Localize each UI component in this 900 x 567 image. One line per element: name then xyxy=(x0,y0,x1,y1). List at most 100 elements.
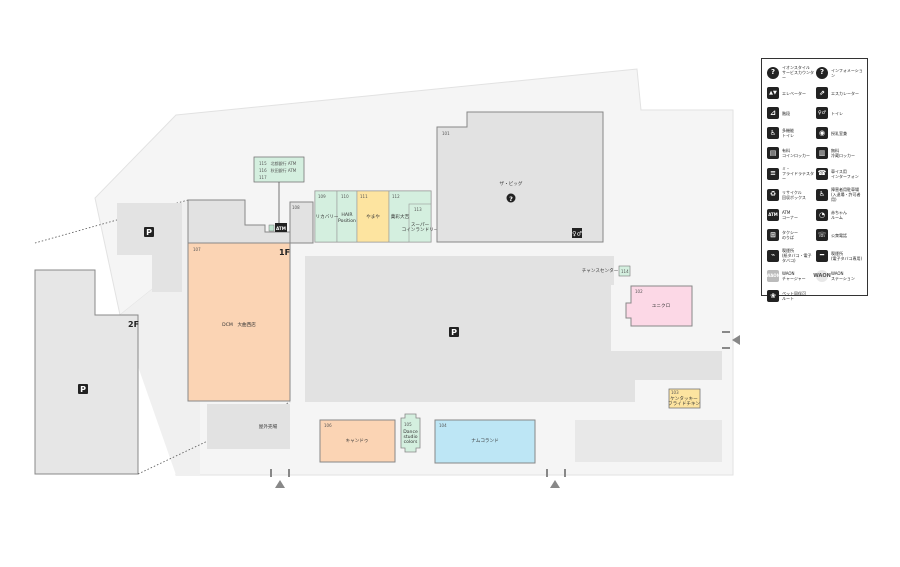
elevator-icon: ▲▼ xyxy=(767,87,779,99)
store-110-name-2: Position xyxy=(338,218,356,224)
store-uniqlo[interactable] xyxy=(625,285,693,327)
store-105-name-1: Dance xyxy=(403,429,418,435)
atm-list-box xyxy=(253,156,305,183)
waon-charger-icon: WAON xyxy=(766,270,780,282)
info-counter-icon[interactable]: ? xyxy=(506,193,516,204)
store-109-number: 109 xyxy=(318,194,326,199)
floor-2f-label: 2F xyxy=(128,320,139,329)
legend-label: 授乳室兼 xyxy=(831,130,847,136)
restroom-icon: ♀♂ xyxy=(816,107,828,119)
legend-item: ◉授乳室兼 xyxy=(816,126,863,140)
legend-item: ♿障害者用駐車場 (入退場・許可者用) xyxy=(816,187,863,202)
smoking-area-2-icon: ━ xyxy=(816,249,828,262)
waon-station-icon: WAON xyxy=(813,270,831,282)
svg-text:♀♂: ♀♂ xyxy=(572,231,582,238)
legend-label: ミ・ フライドラテスター xyxy=(782,166,814,181)
store-108[interactable] xyxy=(289,201,314,244)
parking-main-icon: P xyxy=(449,327,459,337)
atm-line-2: 116 秋田銀行 ATM xyxy=(259,167,297,173)
legend-label: 赤ちゃん ルーム xyxy=(831,210,847,220)
atm-icon[interactable]: ATM xyxy=(275,223,287,232)
store-105[interactable] xyxy=(400,413,421,453)
nursing-room-icon: ◉ xyxy=(816,127,828,139)
legend-item: ▤有料 コインロッカー xyxy=(767,146,814,160)
legend-item: ⊿階段 xyxy=(767,106,814,120)
baby-room-icon: ◔ xyxy=(816,209,828,221)
store-104-name: ナムコランド xyxy=(471,438,498,444)
parking-left-icon: P xyxy=(144,227,154,237)
legend-label: 公衆電話 xyxy=(831,232,847,238)
legend-label: WAON チャージャー xyxy=(782,271,806,281)
legend-label: イオンスタイル サービスカウンター xyxy=(782,65,814,80)
legend-label: WAON ステーション xyxy=(831,271,855,281)
entrance-left[interactable] xyxy=(270,469,290,488)
store-103-name-2: フライドチキン xyxy=(668,401,700,407)
store-113[interactable] xyxy=(408,203,432,243)
store-103[interactable] xyxy=(668,388,701,409)
legend-item: ▥無料 冷蔵ロッカー xyxy=(816,146,863,160)
store-zbig[interactable] xyxy=(436,111,604,243)
svg-text:P: P xyxy=(80,385,86,394)
legend-label: タクシー のりば xyxy=(782,230,798,240)
store-108-number: 108 xyxy=(292,205,300,210)
store-109-name: リカバリー xyxy=(316,214,339,220)
entrance-right[interactable] xyxy=(722,331,740,349)
intercom-icon: ☎ xyxy=(816,167,828,180)
legend-label: 有料 コインロッカー xyxy=(782,148,810,158)
pet-route-icon: ❀ xyxy=(767,290,779,302)
restroom-icon[interactable]: ♀♂ xyxy=(572,228,582,238)
entrance-bottom-right[interactable] xyxy=(546,469,566,488)
stairs-icon: ⊿ xyxy=(767,107,779,119)
legend-label: インフォメーション xyxy=(831,67,863,78)
legend-grid: ?イオンスタイル サービスカウンター?インフォメーション▲▼エレベーター⇗エスカ… xyxy=(766,65,863,303)
legend-label: 喫煙所 (電子タバコ専用) xyxy=(831,250,863,261)
store-zbig-name: ザ・ビッグ xyxy=(500,180,523,187)
store-111[interactable] xyxy=(356,190,390,243)
legend-item: ☏公衆電話 xyxy=(816,228,863,242)
store-105-name-2: studio xyxy=(403,434,417,440)
store-uniqlo-name: ユニクロ xyxy=(652,303,670,309)
legend-item: ♿多機能 トイレ xyxy=(767,126,814,140)
outdoor-sales-name: 屋外売場 xyxy=(259,423,278,430)
store-114-number: 114 xyxy=(621,269,629,274)
store-dcm-name: DCM 大曲西店 xyxy=(222,321,256,328)
legend-item: ▲▼エレベーター xyxy=(767,86,814,100)
store-104[interactable] xyxy=(434,419,536,464)
store-114[interactable] xyxy=(618,265,631,277)
free-locker-icon: ▥ xyxy=(816,147,828,159)
svg-text:ATM: ATM xyxy=(276,226,286,231)
legend-label: 車イス用 インターフォン xyxy=(831,168,859,179)
legend-item: ≡ミ・ フライドラテスター xyxy=(767,166,814,181)
store-110-name-1: HAIR xyxy=(341,212,353,218)
store-106[interactable] xyxy=(319,419,396,463)
svg-text:?: ? xyxy=(509,195,513,203)
store-113-number: 113 xyxy=(414,207,422,212)
atm-icon: ATM xyxy=(767,209,779,221)
accessible-toilet-icon: ♿ xyxy=(767,127,779,139)
legend-item: ☎車イス用 インターフォン xyxy=(816,166,863,181)
legend-label: 多機能 トイレ xyxy=(782,128,794,138)
svg-text:P: P xyxy=(146,228,152,237)
escalator-icon: ⇗ xyxy=(816,87,828,99)
store-dcm[interactable] xyxy=(187,242,291,402)
store-104-number: 104 xyxy=(439,423,447,428)
legend-label: トイレ xyxy=(831,110,843,116)
taxi-icon: ⊞ xyxy=(767,229,779,241)
legend-item: ⌁喫煙所 (紙タバコ・電子タバコ) xyxy=(767,248,814,263)
photo-booth-icon: ≡ xyxy=(767,167,779,180)
store-114-name: チャンスセンター xyxy=(582,267,619,274)
info-service-icon: ? xyxy=(767,66,779,79)
legend-label: エスカレーター xyxy=(831,90,859,96)
atm-line-3: 117 xyxy=(259,175,267,180)
disabled-parking-icon: ♿ xyxy=(816,188,828,201)
phone-icon: ☏ xyxy=(816,229,828,241)
legend-label: エレベーター xyxy=(782,90,806,96)
legend-item: ?インフォメーション xyxy=(816,65,863,80)
paid-locker-icon: ▤ xyxy=(767,147,779,159)
legend-label: 階段 xyxy=(782,110,790,116)
legend-label: 無料 冷蔵ロッカー xyxy=(831,148,855,158)
legend-label: リサイクル 回収ボックス xyxy=(782,189,806,200)
store-105-name-3: colors xyxy=(404,439,418,445)
outdoor-sales[interactable] xyxy=(207,404,290,449)
